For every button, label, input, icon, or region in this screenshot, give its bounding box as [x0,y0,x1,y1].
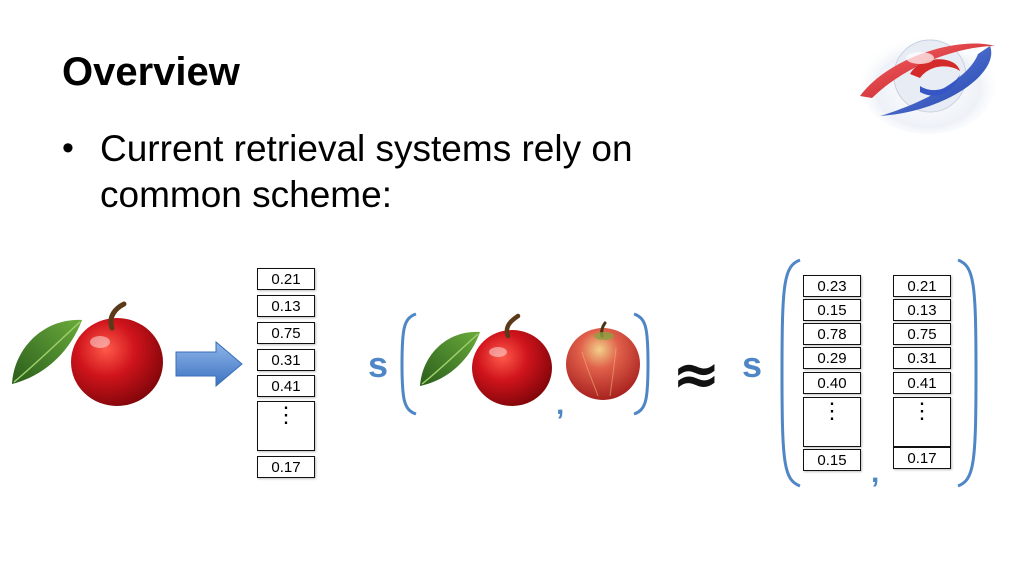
vector-cell: 0.17 [893,447,951,469]
red-apple-icon [12,301,163,406]
bullet-text: Current retrieval systems rely on common… [100,128,633,215]
pair-separator: , [871,456,880,489]
swirl-logo-icon [860,34,996,134]
similarity-symbol: s [368,344,389,385]
right-bracket [633,312,650,416]
vector-cell: 0.41 [893,372,951,394]
vector-cell: 0.17 [257,456,315,478]
vector-ellipsis: ⋮ [803,397,861,447]
vector-cell: 0.40 [803,372,861,394]
pair-separator: , [556,388,565,421]
similarity-symbol: s [742,344,763,385]
bullet-symbol: • [62,129,74,167]
vector-cell: 0.75 [257,322,315,344]
vector-cell: 0.75 [893,323,951,345]
left-bracket [400,312,417,416]
vector-cell: 0.31 [893,347,951,369]
vector-ellipsis: ⋮ [893,397,951,447]
slide-title: Overview [62,50,240,94]
right-arrow-icon [175,340,243,388]
vector-cell: 0.23 [803,275,861,297]
vector-cell: 0.78 [803,323,861,345]
vector-cell: 0.13 [893,299,951,321]
vector-cell: 0.15 [803,299,861,321]
vector-ellipsis: ⋮ [257,401,315,451]
vector-cell: 0.29 [803,347,861,369]
approx-symbol: ≈ [672,340,721,408]
right-bracket [957,258,978,488]
red-apple-icon [420,313,552,406]
red-green-apple-icon [566,321,640,400]
left-bracket [780,258,801,488]
vector-cell: 0.41 [257,375,315,397]
vector-cell: 0.15 [803,449,861,471]
vector-cell: 0.21 [893,275,951,297]
vector-cell: 0.31 [257,349,315,371]
vector-cell: 0.13 [257,295,315,317]
vector-cell: 0.21 [257,268,315,290]
